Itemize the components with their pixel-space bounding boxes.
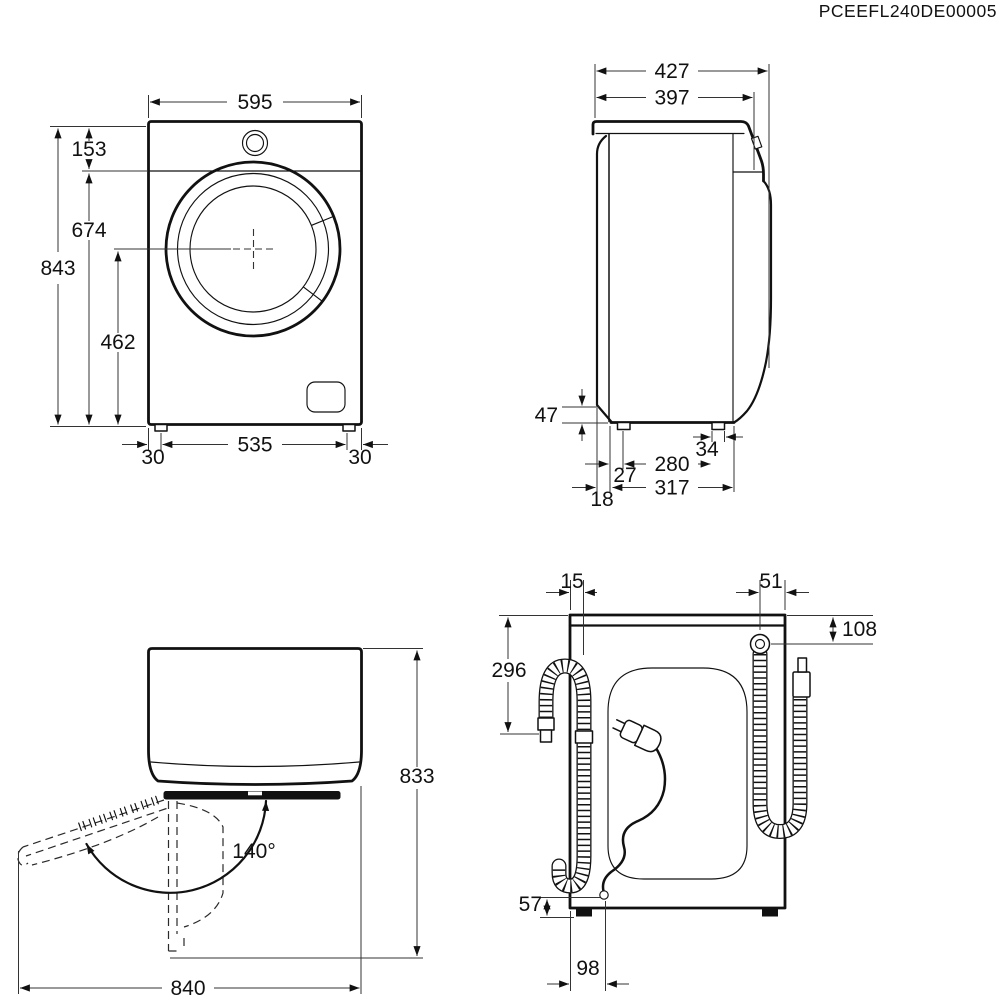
foot — [342, 423, 356, 432]
foot — [616, 421, 631, 431]
panel-button — [750, 135, 763, 150]
door-handle-notch — [248, 791, 262, 796]
dim-front-foot-left: 30 — [141, 446, 164, 469]
dim-front-foot-right: 30 — [348, 446, 371, 469]
dim-back-cord-height: 57 — [519, 893, 542, 916]
cord-grommet — [599, 890, 609, 900]
power-cord — [601, 746, 667, 893]
side-view: 427 397 47 34 280 27 317 18 — [535, 60, 773, 511]
dim-side-rear-foot-gap: 27 — [613, 464, 636, 487]
swing-arc — [85, 799, 270, 894]
service-flap — [306, 381, 346, 413]
foot — [576, 908, 592, 917]
back-view: 15 51 108 296 57 98 — [491, 570, 877, 991]
tub-bulge — [607, 667, 748, 880]
inlet-hose — [749, 633, 811, 840]
dim-side-total-depth: 427 — [654, 60, 689, 83]
door-closed — [163, 791, 341, 800]
back-panel — [568, 613, 787, 910]
top-view-door-swing: 140° 833 840 — [17, 647, 435, 1000]
dim-back-drain-offset: 15 — [560, 570, 583, 593]
drain-fitting — [537, 717, 555, 731]
dim-top-width-open: 840 — [170, 977, 205, 1000]
dim-side-foot-width: 34 — [695, 438, 719, 461]
dim-side-rear-height: 47 — [535, 404, 558, 427]
dim-back-cord-offset: 98 — [576, 957, 599, 980]
door-open-140 — [17, 795, 167, 866]
inlet-valve — [749, 633, 771, 655]
program-knob — [241, 129, 269, 157]
dim-back-inlet-top: 108 — [842, 618, 877, 641]
foot — [711, 421, 726, 431]
drain-hose — [537, 658, 594, 894]
door-hatching — [78, 795, 159, 832]
front-view: 595 843 153 674 462 535 30 30 — [40, 91, 388, 469]
dim-side-base-depth: 317 — [654, 477, 689, 500]
dim-door-angle: 140° — [232, 840, 275, 863]
dim-front-height: 843 — [40, 257, 75, 280]
dim-front-door-center: 462 — [100, 331, 135, 354]
side-panel — [595, 134, 614, 424]
door-bulge — [732, 179, 773, 424]
inlet-fitting — [792, 671, 811, 698]
foot — [762, 908, 778, 917]
dim-side-body-depth: 397 — [654, 87, 689, 110]
dim-side-rear-offset: 18 — [590, 488, 613, 511]
dim-side-feet-span: 280 — [654, 453, 689, 476]
dim-front-feet-span: 535 — [237, 434, 272, 457]
hose-collar — [574, 730, 594, 744]
dim-top-depth-open: 833 — [399, 765, 434, 788]
door-handle — [303, 215, 335, 302]
dim-front-width: 595 — [237, 91, 272, 114]
machine-lid — [591, 120, 765, 183]
dim-back-drain-top: 296 — [491, 659, 526, 682]
machine-top — [147, 647, 363, 786]
drawing-code: PCEEFL240DE00005 — [819, 1, 997, 21]
foot — [154, 423, 168, 432]
dim-front-panel: 153 — [71, 138, 106, 161]
door-open-90 — [167, 801, 224, 952]
dim-front-door-floor: 674 — [71, 219, 106, 242]
power-plug — [612, 719, 662, 753]
dim-back-inlet-offset: 51 — [759, 570, 782, 593]
machine-body — [147, 120, 363, 426]
